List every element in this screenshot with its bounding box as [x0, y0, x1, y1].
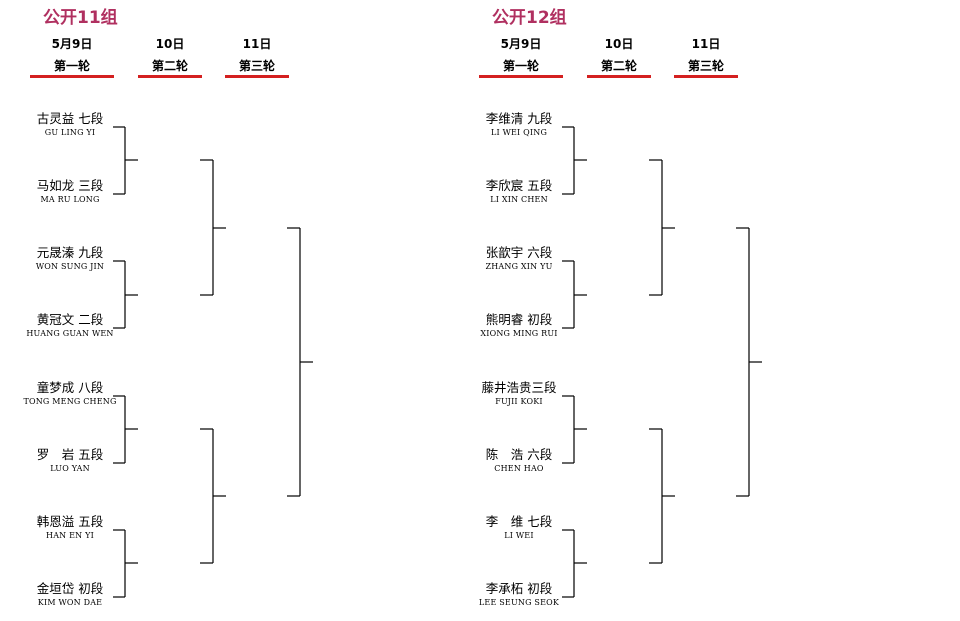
round-label: 第二轮: [600, 59, 637, 73]
player-entry: 韩恩溢 五段 HAN EN YI: [20, 515, 120, 541]
round-label: 第二轮: [151, 59, 188, 73]
header-underline: [225, 75, 289, 78]
player-romanized: CHEN HAO: [494, 464, 544, 473]
player-entry: 藤井浩贵三段 FUJII KOKI: [469, 381, 569, 407]
player-name: 藤井浩贵三段: [481, 380, 557, 395]
round-3-header: 11日 第三轮: [225, 37, 289, 78]
player-name: 李欣宸 五段: [485, 178, 553, 193]
player-entry: 金垣岱 初段 KIM WON DAE: [20, 582, 120, 608]
round-date: 10日: [155, 37, 185, 51]
round-1-header: 5月9日 第一轮: [479, 37, 563, 78]
player-entry: 马如龙 三段 MA RU LONG: [20, 179, 120, 205]
player-name: 罗 岩 五段: [36, 447, 104, 462]
header-underline: [30, 75, 114, 78]
player-romanized: XIONG MING RUI: [480, 329, 558, 338]
player-name: 李维清 九段: [485, 111, 553, 126]
player-entry: 黄冠文 二段 HUANG GUAN WEN: [20, 313, 120, 339]
player-romanized: MA RU LONG: [40, 195, 100, 204]
round-date: 11日: [242, 37, 272, 51]
player-entry: 古灵益 七段 GU LING YI: [20, 112, 120, 138]
round-label: 第三轮: [687, 59, 724, 73]
player-entry: 熊明睿 初段 XIONG MING RUI: [469, 313, 569, 339]
player-romanized: LEE SEUNG SEOK: [478, 598, 560, 607]
player-entry: 罗 岩 五段 LUO YAN: [20, 448, 120, 474]
round-label: 第一轮: [502, 59, 539, 73]
player-name: 童梦成 八段: [36, 380, 104, 395]
player-romanized: ZHANG XIN YU: [485, 262, 553, 271]
round-2-header: 10日 第二轮: [138, 37, 202, 78]
player-entry: 陈 浩 六段 CHEN HAO: [469, 448, 569, 474]
bracket-group-11: 公开11组 5月9日 第一轮 10日 第二轮 11日 第三轮 古灵益 七段 GU …: [0, 0, 450, 621]
header-underline: [674, 75, 738, 78]
player-name: 熊明睿 初段: [485, 312, 553, 327]
player-name: 张歆宇 六段: [485, 245, 553, 260]
player-entry: 李 维 七段 LI WEI: [469, 515, 569, 541]
group-title: 公开11组: [43, 8, 118, 28]
round-label: 第三轮: [238, 59, 275, 73]
player-romanized: LUO YAN: [50, 464, 90, 473]
round-date: 5月9日: [500, 37, 542, 51]
header-underline: [479, 75, 563, 78]
header-underline: [138, 75, 202, 78]
player-entry: 张歆宇 六段 ZHANG XIN YU: [469, 246, 569, 272]
round-label: 第一轮: [53, 59, 90, 73]
bracket-lines: [113, 126, 313, 598]
player-name: 古灵益 七段: [36, 111, 104, 126]
player-entry: 李承柘 初段 LEE SEUNG SEOK: [469, 582, 569, 608]
player-name: 马如龙 三段: [36, 178, 104, 193]
player-name: 陈 浩 六段: [485, 447, 553, 462]
header-underline: [587, 75, 651, 78]
round-1-header: 5月9日 第一轮: [30, 37, 114, 78]
round-date: 5月9日: [51, 37, 93, 51]
round-2-header: 10日 第二轮: [587, 37, 651, 78]
player-romanized: TONG MENG CHENG: [23, 397, 117, 406]
round-date: 11日: [691, 37, 721, 51]
round-date: 10日: [604, 37, 634, 51]
player-name: 金垣岱 初段: [36, 581, 104, 596]
player-romanized: LI WEI QING: [490, 128, 548, 137]
player-romanized: HAN EN YI: [46, 531, 94, 540]
player-romanized: LI XIN CHEN: [490, 195, 548, 204]
player-entry: 元晟溱 九段 WON SUNG JIN: [20, 246, 120, 272]
bracket-lines: [562, 126, 762, 598]
player-name: 李承柘 初段: [485, 581, 553, 596]
player-romanized: KIM WON DAE: [37, 598, 103, 607]
bracket-group-12: 公开12组 5月9日 第一轮 10日 第二轮 11日 第三轮 李维清 九段 LI …: [449, 0, 899, 621]
player-romanized: HUANG GUAN WEN: [26, 329, 114, 338]
player-name: 元晟溱 九段: [36, 245, 104, 260]
player-romanized: WON SUNG JIN: [35, 262, 105, 271]
player-name: 韩恩溢 五段: [36, 514, 104, 529]
player-entry: 李欣宸 五段 LI XIN CHEN: [469, 179, 569, 205]
player-entry: 李维清 九段 LI WEI QING: [469, 112, 569, 138]
player-entry: 童梦成 八段 TONG MENG CHENG: [20, 381, 120, 407]
round-3-header: 11日 第三轮: [674, 37, 738, 78]
player-name: 李 维 七段: [485, 514, 553, 529]
group-title: 公开12组: [492, 8, 567, 28]
player-romanized: GU LING YI: [44, 128, 96, 137]
player-name: 黄冠文 二段: [36, 312, 104, 327]
player-romanized: LI WEI: [504, 531, 534, 540]
player-romanized: FUJII KOKI: [495, 397, 543, 406]
